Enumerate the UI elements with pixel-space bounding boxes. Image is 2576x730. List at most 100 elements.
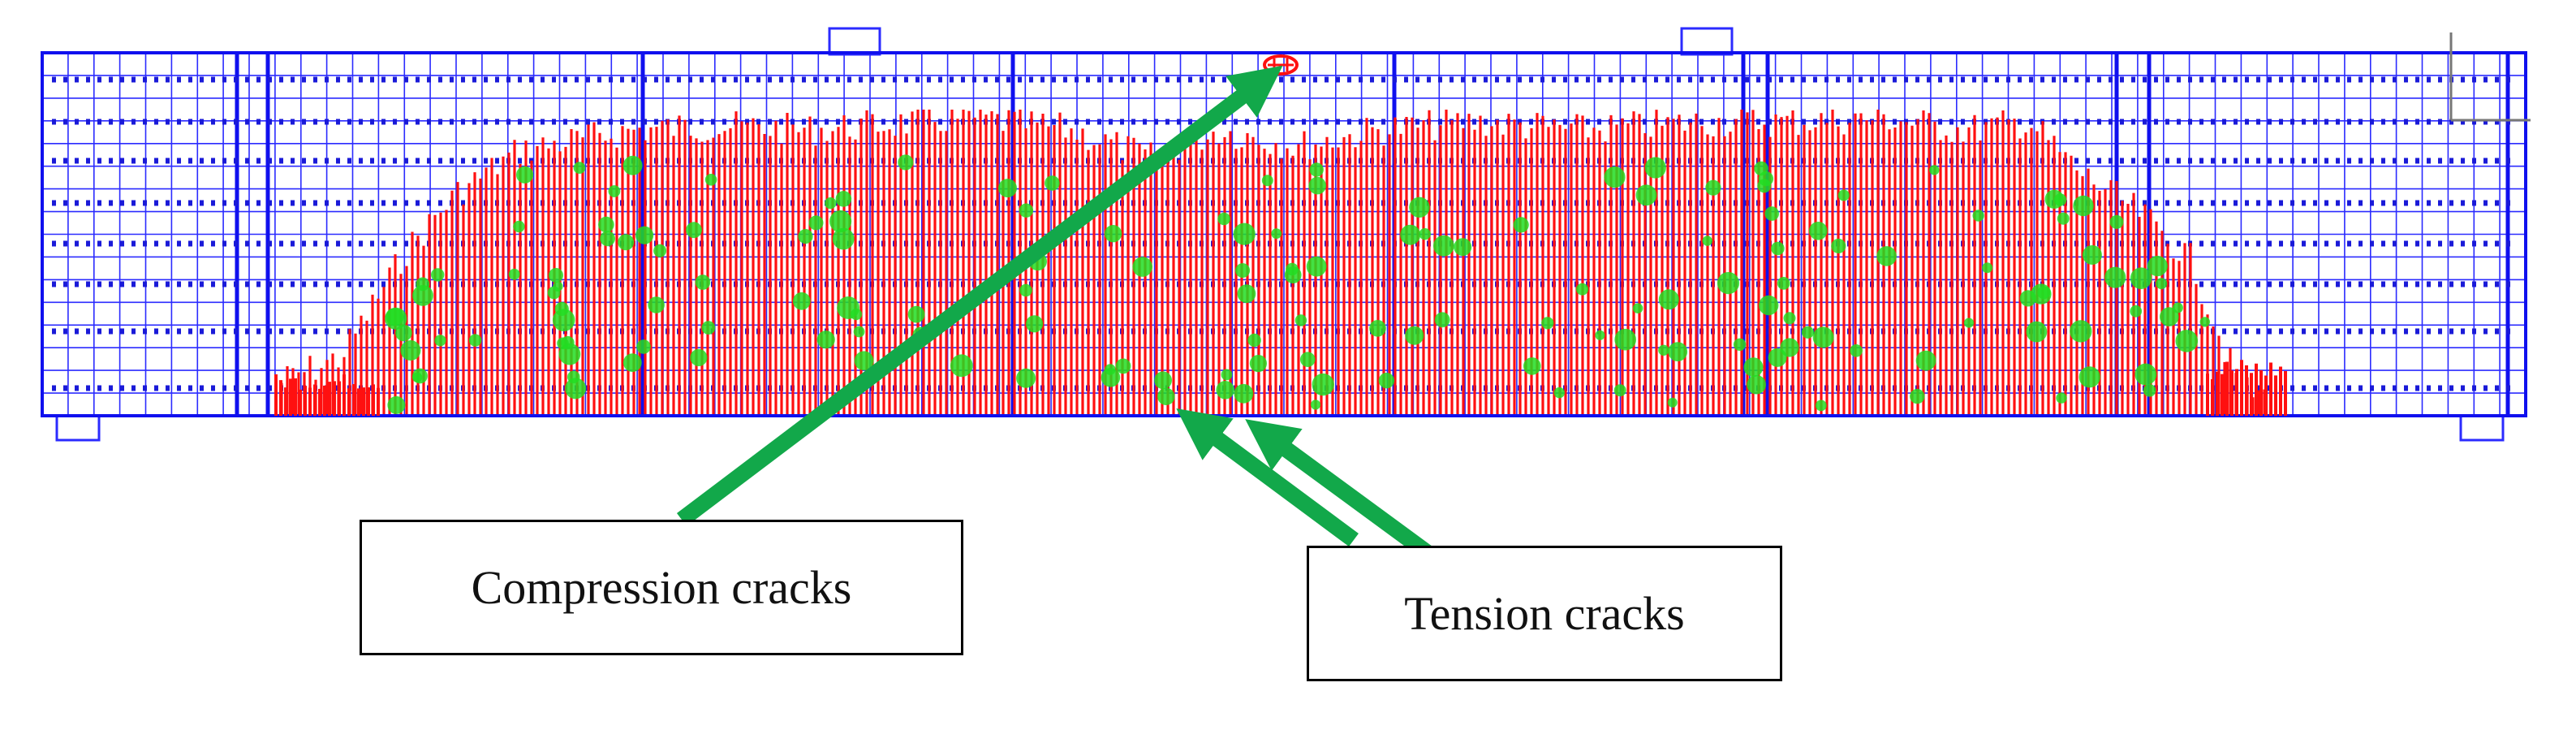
crushing-point <box>1635 184 1657 206</box>
crushing-point <box>853 326 865 338</box>
crushing-point <box>1115 358 1131 374</box>
compression-arrow <box>676 65 1283 526</box>
crushing-point <box>434 335 446 347</box>
crushing-point <box>1247 333 1261 348</box>
crushing-point <box>2147 256 2168 277</box>
crushing-point <box>635 226 654 244</box>
crushing-point <box>1045 175 1060 191</box>
crushing-point <box>1771 241 1785 256</box>
crushing-point <box>1553 387 1566 399</box>
crushing-point <box>1702 235 1712 246</box>
support-plate <box>2459 414 2505 442</box>
crushing-point <box>1434 312 1450 328</box>
beam-outline <box>41 51 2527 417</box>
crushing-point <box>1217 212 1230 226</box>
crushing-point <box>1157 387 1175 405</box>
crushing-point <box>1216 381 1234 400</box>
crushing-point <box>2044 189 2064 209</box>
crushing-point <box>898 154 914 171</box>
crushing-point <box>608 185 621 197</box>
crushing-point <box>1929 165 1940 175</box>
crushing-point <box>1233 222 1256 245</box>
crushing-point <box>1759 295 1779 316</box>
crushing-point <box>636 339 651 354</box>
crushing-point <box>2104 266 2126 288</box>
crushing-point <box>1757 179 1772 193</box>
crushing-point <box>2073 195 2094 217</box>
crushing-point <box>1717 272 1740 295</box>
crushing-point <box>808 215 824 231</box>
crushing-point <box>1850 344 1863 357</box>
crushing-point <box>1235 263 1251 279</box>
crushing-point <box>622 353 642 372</box>
crushing-point <box>1405 326 1424 345</box>
crushing-point <box>2130 267 2152 290</box>
crushing-point <box>829 210 852 233</box>
crushing-point <box>1409 197 1430 218</box>
crushing-point <box>2056 392 2067 404</box>
crushing-point <box>411 372 423 382</box>
crushing-point <box>1513 217 1529 233</box>
crushing-point <box>686 222 702 239</box>
crushing-point <box>1644 157 1666 179</box>
crushing-point <box>1705 179 1721 196</box>
crushing-point <box>1972 209 1984 222</box>
crushing-points <box>385 154 2210 414</box>
crushing-point <box>598 216 614 233</box>
crushing-point <box>1576 283 1589 296</box>
crushing-point <box>1300 352 1316 368</box>
crushing-point <box>950 354 973 378</box>
crushing-point <box>1783 312 1796 325</box>
crushing-point <box>1433 235 1454 257</box>
crushing-point <box>508 268 520 280</box>
crushing-point <box>2082 245 2102 265</box>
crushing-point <box>1632 303 1643 314</box>
crushing-point <box>1764 206 1779 221</box>
crushing-point <box>549 268 563 283</box>
crushing-point <box>1541 317 1554 330</box>
crushing-point <box>1982 262 1993 274</box>
tension-cracks-label: Tension cracks <box>1404 587 1685 640</box>
crushing-point <box>1261 175 1273 187</box>
crushing-point <box>835 191 852 207</box>
crushing-point <box>385 307 407 330</box>
crushing-point <box>1801 326 1814 339</box>
crushing-point <box>1132 257 1152 277</box>
crushing-point <box>1658 344 1669 356</box>
crushing-point <box>553 281 563 292</box>
crushing-point <box>701 321 716 335</box>
crushing-point <box>1876 246 1897 266</box>
tension-crack-lines <box>274 110 2266 414</box>
crushing-point <box>1613 384 1626 397</box>
crushing-point <box>998 179 1017 198</box>
crushing-point <box>2143 384 2156 397</box>
crushing-point <box>431 268 445 282</box>
crushing-point <box>2078 366 2100 388</box>
mesh-grid <box>41 52 2526 417</box>
crushing-point <box>387 395 406 414</box>
compression-crack-spot <box>1263 54 1299 76</box>
crushing-point <box>1910 388 1925 404</box>
crushing-point <box>2070 320 2092 343</box>
axis-corner <box>2449 32 2531 122</box>
crushing-point <box>2026 321 2048 343</box>
crushing-point <box>565 378 587 400</box>
crushing-point <box>412 285 433 306</box>
crushing-point <box>1104 225 1122 243</box>
crushing-point <box>1154 371 1172 390</box>
crushing-point <box>1310 400 1321 410</box>
crushing-point <box>1400 224 1421 245</box>
crushing-point <box>1837 189 1850 201</box>
finite-element-mesh <box>41 51 2527 417</box>
crushing-point <box>573 162 586 175</box>
crushing-point <box>1308 176 1326 195</box>
crack-base <box>274 360 2287 416</box>
compression-cracks-callout: Compression cracks <box>360 520 963 655</box>
crushing-point <box>1234 383 1254 404</box>
crushing-point <box>1743 357 1764 378</box>
crushing-point <box>618 234 635 251</box>
crushing-point <box>1016 368 1036 388</box>
compression-cracks-label: Compression cracks <box>471 561 852 614</box>
crushing-point <box>1237 284 1256 304</box>
crushing-point <box>1026 315 1044 333</box>
